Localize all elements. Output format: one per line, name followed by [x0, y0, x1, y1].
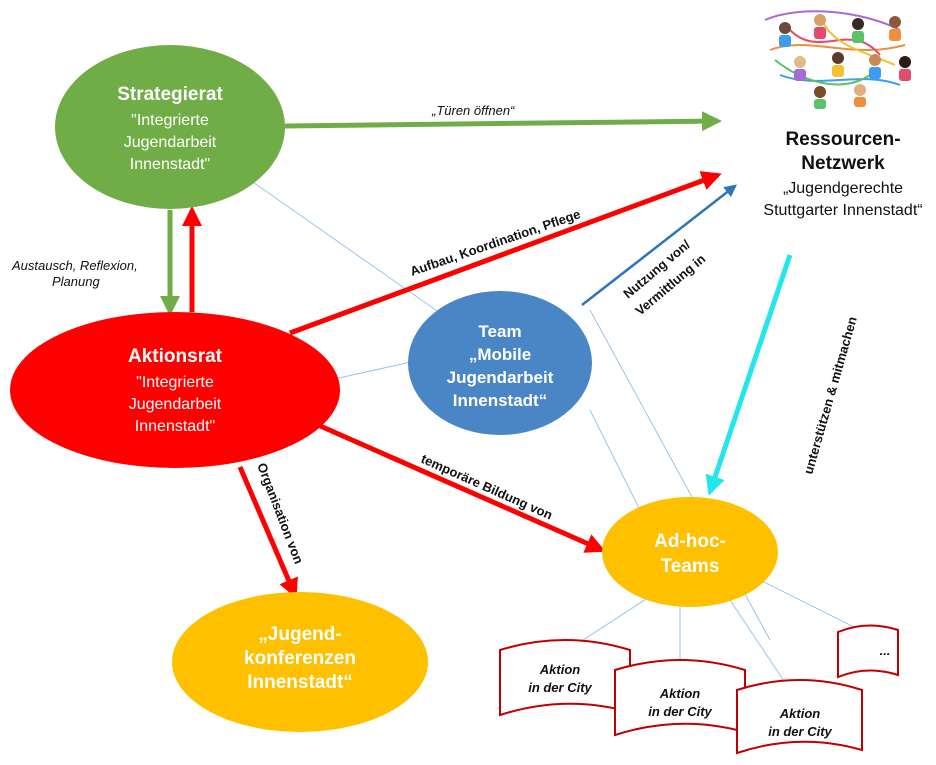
- aktionsrat-line1: "Integrierte: [136, 374, 214, 391]
- strategierat-line3: Innenstadt": [130, 156, 210, 173]
- arrow-unterstuetzen: [705, 254, 793, 496]
- netzwerk-line3: „Jugendgerechte: [783, 180, 903, 197]
- konferenzen-line1: „Jugend-: [258, 624, 341, 645]
- arrow-nutzung: [581, 184, 737, 306]
- flag-aktion-4: ...: [837, 624, 899, 679]
- node-jugendkonferenzen: „Jugend- konferenzen Innenstadt“: [172, 592, 428, 732]
- arrow-bildung: [316, 422, 606, 553]
- adhoc-line1: Ad-hoc-: [654, 531, 726, 552]
- aktionsrat-line2: Jugendarbeit: [129, 396, 222, 413]
- node-ressourcen-netzwerk: Ressourcen- Netzwerk „Jugendgerechte Stu…: [763, 129, 922, 219]
- node-adhoc-teams: Ad-hoc- Teams: [602, 497, 778, 607]
- team-line2: „Mobile: [469, 345, 531, 364]
- label-unterstuetzen: unterstützen & mitmachen: [800, 315, 859, 476]
- flag-2-line1: Aktion: [659, 686, 701, 701]
- node-team-mobile: Team „Mobile Jugendarbeit Innenstadt“: [408, 291, 592, 435]
- label-aufbau: Aufbau, Koordination, Pflege: [408, 206, 582, 278]
- label-bildung: temporäre Bildung von: [419, 451, 555, 523]
- flag-1-line2: in der City: [528, 680, 592, 695]
- team-line1: Team: [478, 322, 521, 341]
- konferenzen-line2: konferenzen: [244, 648, 356, 669]
- flag-3-line1: Aktion: [779, 706, 821, 721]
- node-aktionsrat: Aktionsrat "Integrierte Jugendarbeit Inn…: [10, 312, 340, 468]
- arrow-aufbau: [289, 171, 722, 336]
- label-tueren-oeffnen: „Türen öffnen“: [431, 103, 515, 118]
- arrow-tueren-oeffnen: [284, 111, 722, 132]
- label-austausch-2: Planung: [52, 274, 100, 289]
- flag-aktion-1: Aktion in der City: [499, 639, 631, 717]
- arrow-organisation: [237, 466, 298, 599]
- strategierat-line2: Jugendarbeit: [124, 134, 217, 151]
- netzwerk-line1: Ressourcen-: [785, 129, 900, 150]
- netzwerk-line4: Stuttgarter Innenstadt“: [763, 202, 922, 219]
- flag-aktion-2: Aktion in der City: [614, 659, 746, 737]
- aktionsrat-title: Aktionsrat: [128, 346, 223, 367]
- flag-4-line1: ...: [880, 643, 891, 658]
- strategierat-title: Strategierat: [117, 84, 223, 105]
- people-network-image: [764, 10, 911, 109]
- konferenzen-line3: Innenstadt“: [247, 672, 353, 693]
- node-strategierat: Strategierat "Integrierte Jugendarbeit I…: [55, 45, 285, 209]
- label-austausch-1: Austausch, Reflexion,: [11, 258, 138, 273]
- adhoc-line2: Teams: [661, 556, 720, 577]
- flag-1-line1: Aktion: [539, 662, 581, 677]
- aktionsrat-line3: Innenstadt": [135, 418, 215, 435]
- flag-aktion-3: Aktion in der City: [736, 679, 863, 755]
- strategierat-line1: "Integrierte: [131, 112, 209, 129]
- netzwerk-line2: Netzwerk: [801, 153, 885, 174]
- team-line3: Jugendarbeit: [447, 368, 554, 387]
- flag-3-line2: in der City: [768, 724, 832, 739]
- team-line4: Innenstadt“: [453, 391, 547, 410]
- flag-2-line2: in der City: [648, 704, 712, 719]
